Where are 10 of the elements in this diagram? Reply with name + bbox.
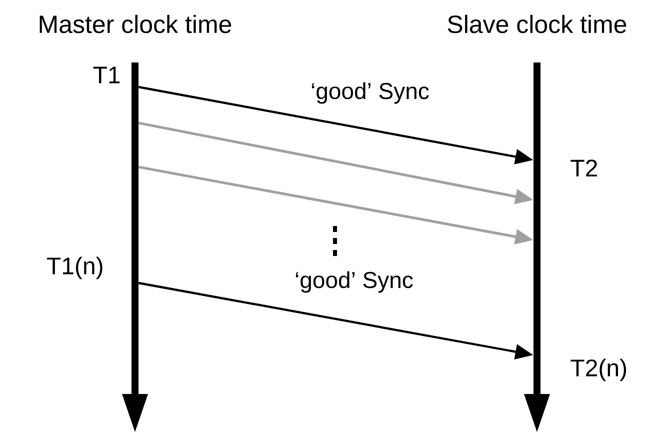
timestamp-label: T1 xyxy=(93,66,120,84)
timeline-arrow xyxy=(122,62,148,432)
edge-label: ‘good’ Sync xyxy=(294,270,414,294)
timeline-title: Master clock time xyxy=(40,14,232,34)
timestamp-label: T2 xyxy=(570,160,597,176)
edge-label: ‘good’ Sync xyxy=(310,81,430,105)
timestamp-label: T2(n) xyxy=(570,358,626,382)
timeline-arrow xyxy=(524,62,550,432)
timeline-title: Slave clock time xyxy=(448,14,626,34)
timestamp-label: T1(n) xyxy=(47,256,102,280)
